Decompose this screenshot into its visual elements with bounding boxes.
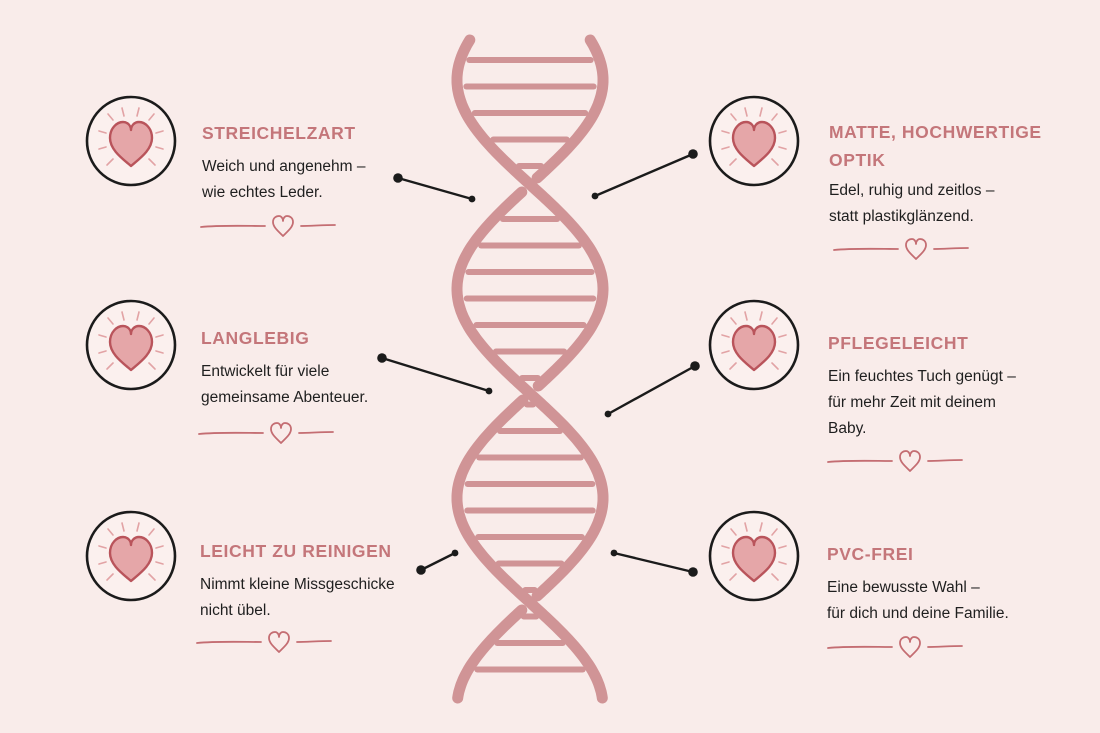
connector-dot [451, 549, 459, 557]
connector-line [613, 551, 694, 574]
feature-title: PVC-FREI [827, 544, 914, 564]
connector-dot [485, 387, 493, 395]
heart-icon-streichelzart [85, 95, 177, 187]
heart-divider-pvc-frei [827, 636, 963, 658]
feature-title: LANGLEBIG [201, 328, 310, 348]
feature-title: PFLEGELEICHT [828, 333, 969, 353]
heart-icon-matte-optik [708, 95, 800, 187]
connector-dot [416, 565, 426, 575]
connector-dot [610, 549, 618, 557]
connector-lines [377, 149, 700, 577]
heart-icon-leicht-zu-reinigen [85, 510, 177, 602]
feature-title: LEICHT ZU REINIGEN [200, 541, 392, 561]
connector-dot [688, 149, 698, 159]
connector-line [397, 176, 473, 201]
connector-line [594, 152, 694, 198]
connector-dot [468, 195, 476, 203]
connector-dot [591, 192, 599, 200]
feature-description: Entwickelt für viele gemeinsame Abenteue… [201, 363, 369, 406]
heart-icon-pflegeleicht [708, 299, 800, 391]
connector-dot [393, 173, 403, 183]
heart-divider-pflegeleicht [827, 450, 963, 472]
heart-divider-matte-optik [833, 238, 969, 260]
connector-dot [604, 410, 612, 418]
heart-icon-pvc-frei [708, 510, 800, 602]
feature-description: Ein feuchtes Tuch genügt – für mehr Zeit… [828, 368, 1016, 437]
connector-line [381, 356, 490, 393]
helix-strand-a [451, 34, 609, 704]
connector-line [420, 551, 456, 572]
connector-dot [690, 361, 700, 371]
heart-divider-streichelzart [200, 215, 336, 237]
feature-title: STREICHELZART [202, 123, 356, 143]
feature-description: Nimmt kleine Missgeschicke nicht übel. [200, 576, 395, 619]
feature-description: Weich und angenehm – wie echtes Leder. [202, 158, 366, 201]
helix-strand-b [451, 34, 609, 704]
connector-line [607, 364, 696, 416]
feature-title: MATTE, HOCHWERTIGE [829, 122, 1042, 142]
dna-helix [451, 34, 609, 704]
feature-title-line-2: OPTIK [829, 150, 886, 170]
heart-divider-leicht-zu-reinigen [196, 631, 332, 653]
heart-divider-langlebig [198, 422, 334, 444]
feature-description: Edel, ruhig und zeitlos – statt plastikg… [829, 182, 995, 225]
feature-description: Eine bewusste Wahl – für dich und deine … [827, 579, 1009, 622]
connector-dot [377, 353, 387, 363]
heart-icon-langlebig [85, 299, 177, 391]
connector-dot [688, 567, 698, 577]
